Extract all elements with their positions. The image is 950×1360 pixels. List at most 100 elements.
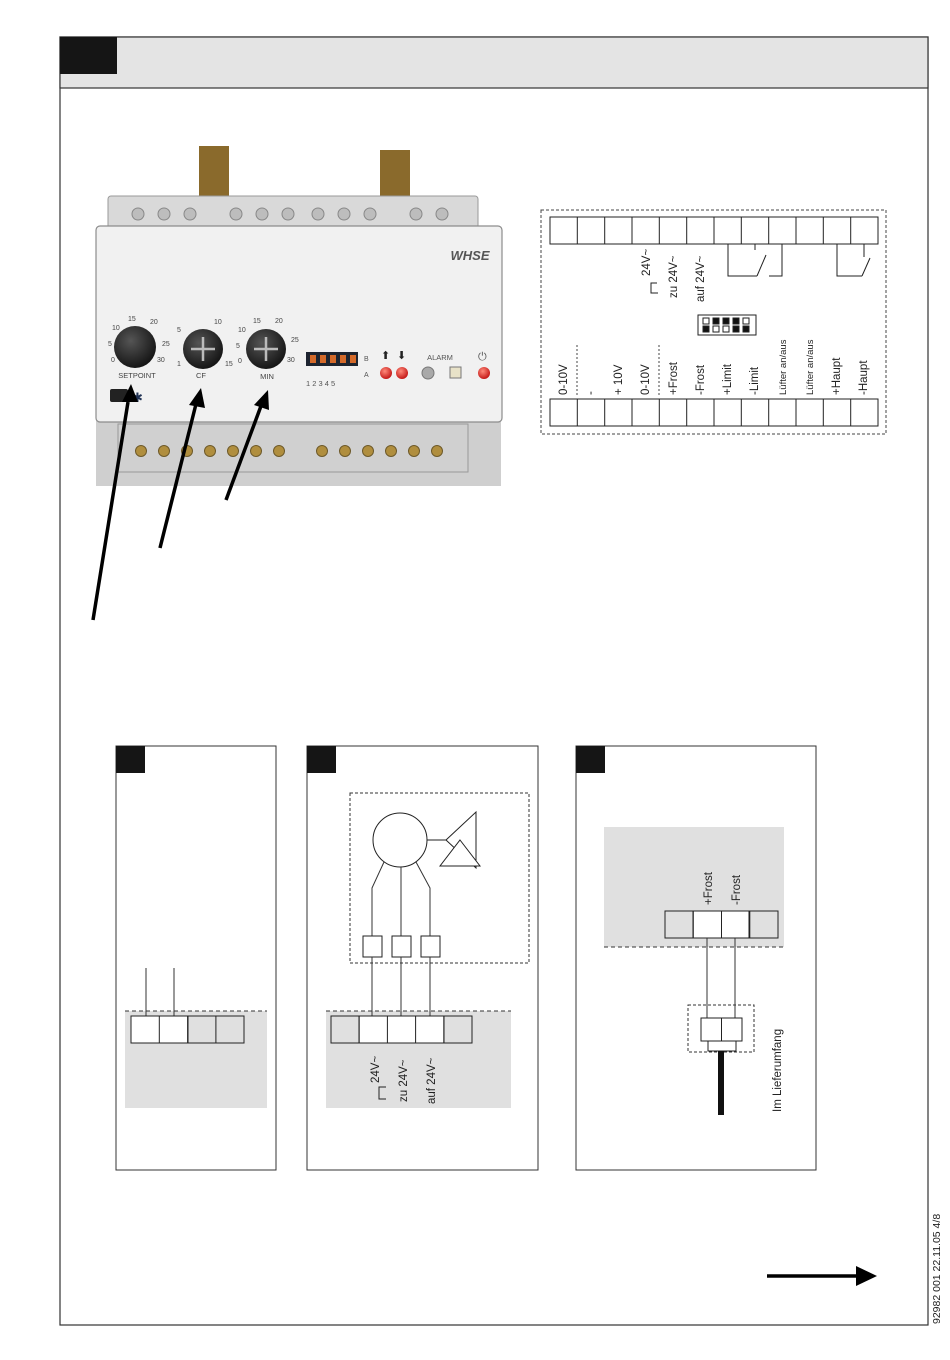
header-black-tab <box>60 37 117 74</box>
setpoint-scale-20: 20 <box>150 319 158 326</box>
lower-label-10: Lüfter an/aus <box>805 339 816 395</box>
upper-label-auf: auf 24V~ <box>695 255 707 302</box>
row-b-label: B <box>364 356 369 363</box>
arrow-up-icon: ⬆ <box>381 350 390 362</box>
screw <box>386 446 397 457</box>
panel-2-terminal-used <box>359 1016 444 1043</box>
dip-lever <box>330 355 336 363</box>
alarm-button <box>450 367 461 378</box>
header-bar <box>60 37 928 88</box>
screw <box>340 446 351 457</box>
lower-label-5: +Frost <box>668 361 680 395</box>
lower-label-4: 0-10V <box>640 364 652 395</box>
cf-scale-10: 10 <box>214 319 222 326</box>
bracket-24v-zu <box>651 283 658 293</box>
min-scale-0: 0 <box>238 358 242 365</box>
lower-label-1: 0-10V <box>558 364 570 395</box>
lower-label-11: +Haupt <box>831 357 843 395</box>
screw <box>409 446 420 457</box>
row-a-label: A <box>364 372 369 379</box>
screw <box>364 208 376 220</box>
setpoint-scale-25: 25 <box>162 341 170 348</box>
panel-2-label-24v: 24V~ <box>370 1056 382 1083</box>
screw <box>436 208 448 220</box>
alarm-label: ALARM <box>427 353 453 362</box>
screw <box>282 208 294 220</box>
dip-lever <box>320 355 326 363</box>
screw <box>230 208 242 220</box>
setpoint-scale-30: 30 <box>157 357 165 364</box>
screw <box>338 208 350 220</box>
cf-label: CF <box>196 371 206 380</box>
screw <box>312 208 324 220</box>
cf-scale-1: 1 <box>177 361 181 368</box>
setpoint-dial <box>114 326 156 368</box>
screw <box>158 208 170 220</box>
lower-label-3: + 10V <box>613 364 625 395</box>
lower-label-12: -Haupt <box>858 360 870 395</box>
panel-3-label-plus-frost: +Frost <box>703 871 715 905</box>
min-scale-30: 30 <box>287 357 295 364</box>
next-arrow <box>767 1266 877 1286</box>
panel-2-label-auf: auf 24V~ <box>426 1057 438 1104</box>
screw <box>136 446 147 457</box>
screw <box>432 446 443 457</box>
panel-2: 24V~ zu 24V~ auf 24V~ <box>307 746 538 1170</box>
footer-doc-id: 92982 001 22.11.05 4/8 <box>931 1214 943 1324</box>
cf-scale-5: 5 <box>177 327 181 334</box>
led-up <box>380 367 392 379</box>
screw <box>184 208 196 220</box>
min-label: MIN <box>260 372 274 381</box>
screw <box>228 446 239 457</box>
setpoint-scale-0: 0 <box>111 357 115 364</box>
screw <box>159 446 170 457</box>
min-scale-20: 20 <box>275 318 283 325</box>
lower-label-9: Lüfter an/aus <box>778 339 789 395</box>
actuator-terminals <box>363 936 440 957</box>
panel-3-black-tab <box>576 746 605 773</box>
power-led <box>478 367 490 379</box>
sensor-cable <box>718 1051 724 1115</box>
terminal-diagram: 24V~ zu 24V~ auf 24V~ 0-10V - + 10V 0-10… <box>541 210 886 434</box>
screw <box>132 208 144 220</box>
setpoint-scale-10: 10 <box>112 325 120 332</box>
cf-scale-15: 15 <box>225 361 233 368</box>
sensor-plug <box>708 1041 736 1051</box>
lower-label-8: -Limit <box>749 366 761 395</box>
dip-lever <box>310 355 316 363</box>
alarm-led <box>422 367 434 379</box>
dip-lever <box>350 355 356 363</box>
relay-contact-1 <box>728 244 782 276</box>
min-scale-10: 10 <box>238 327 246 334</box>
screw <box>256 208 268 220</box>
model-label: WHSE <box>451 248 490 263</box>
panel-1 <box>116 746 276 1170</box>
min-scale-5: 5 <box>236 343 240 350</box>
screw <box>274 446 285 457</box>
actuator-motor <box>373 813 427 867</box>
upper-label-zu: zu 24V~ <box>668 255 680 298</box>
panel-1-black-tab <box>116 746 145 773</box>
screw <box>205 446 216 457</box>
power-icon: ⏻ <box>478 351 487 363</box>
lower-label-6: -Frost <box>695 364 707 395</box>
relay-contact-2 <box>837 244 870 276</box>
panel-3-label-minus-frost: -Frost <box>731 874 743 905</box>
panel-3-scope-label: Im Lieferumfang <box>772 1029 784 1112</box>
panel-2-label-zu: zu 24V~ <box>398 1059 410 1102</box>
screw <box>317 446 328 457</box>
lower-label-2: - <box>585 391 597 395</box>
screw <box>251 446 262 457</box>
setpoint-label: SETPOINT <box>118 371 156 380</box>
upper-label-24v: 24V~ <box>641 249 653 276</box>
panel-2-black-tab <box>307 746 336 773</box>
setpoint-scale-5: 5 <box>108 341 112 348</box>
panel-3: +Frost -Frost Im Lieferumfang <box>576 746 816 1170</box>
min-scale-25: 25 <box>291 337 299 344</box>
min-scale-15: 15 <box>253 318 261 325</box>
device-photo: WHSE 0 5 10 15 20 25 30 SETPOINT 1 5 10 … <box>96 146 502 486</box>
dip-numbers: 1 2 3 4 5 <box>306 379 335 388</box>
dip-lever <box>340 355 346 363</box>
led-down <box>396 367 408 379</box>
